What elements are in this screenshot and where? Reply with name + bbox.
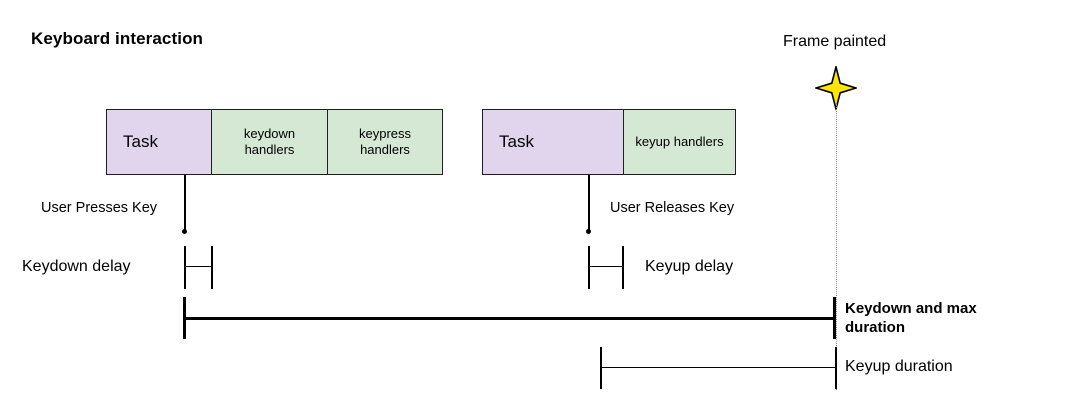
keyup-delay-cap-left [588,246,590,289]
keydown-delay-cap-left [184,246,186,289]
keypress-handlers-label: keypress handlers [358,126,412,157]
user-presses-key-label: User Presses Key [41,200,158,216]
user-presses-key-connector [184,175,186,232]
keydown-delay-cap-right [211,246,213,289]
task-box-2-label: Task [499,131,534,151]
keyup-duration-label: Keyup duration [845,358,953,375]
task-box-1: Task [106,109,212,175]
keydown-max-duration-cap-right [833,297,837,339]
user-releases-key-connector [588,175,590,232]
frame-paint-guideline [836,104,837,390]
user-presses-key-endpoint [182,229,187,234]
keydown-delay-label: Keydown delay [22,258,131,275]
keypress-handlers-box: keypress handlers [327,109,443,175]
keyup-delay-span [588,266,624,268]
keydown-max-duration-span [183,317,836,320]
keyup-handlers-box: keyup handlers [623,109,736,175]
keydown-handlers-label: keydown handlers [243,126,296,157]
keyup-duration-span [600,367,836,369]
keydown-max-duration-label: Keydown and max duration [845,300,977,336]
task-box-2: Task [482,109,624,175]
keydown-handlers-box: keydown handlers [211,109,328,175]
keyup-delay-cap-right [622,246,624,289]
keyup-delay-label: Keyup delay [645,258,734,275]
keyup-duration-cap-right [835,347,837,389]
task-box-1-label: Task [123,131,158,151]
user-releases-key-label: User Releases Key [610,200,735,216]
frame-painted-label: Frame painted [783,33,887,50]
keyup-handlers-label: keyup handlers [635,134,724,150]
keydown-delay-span [184,266,213,268]
user-releases-key-endpoint [586,229,591,234]
page-title: Keyboard interaction [31,29,204,48]
